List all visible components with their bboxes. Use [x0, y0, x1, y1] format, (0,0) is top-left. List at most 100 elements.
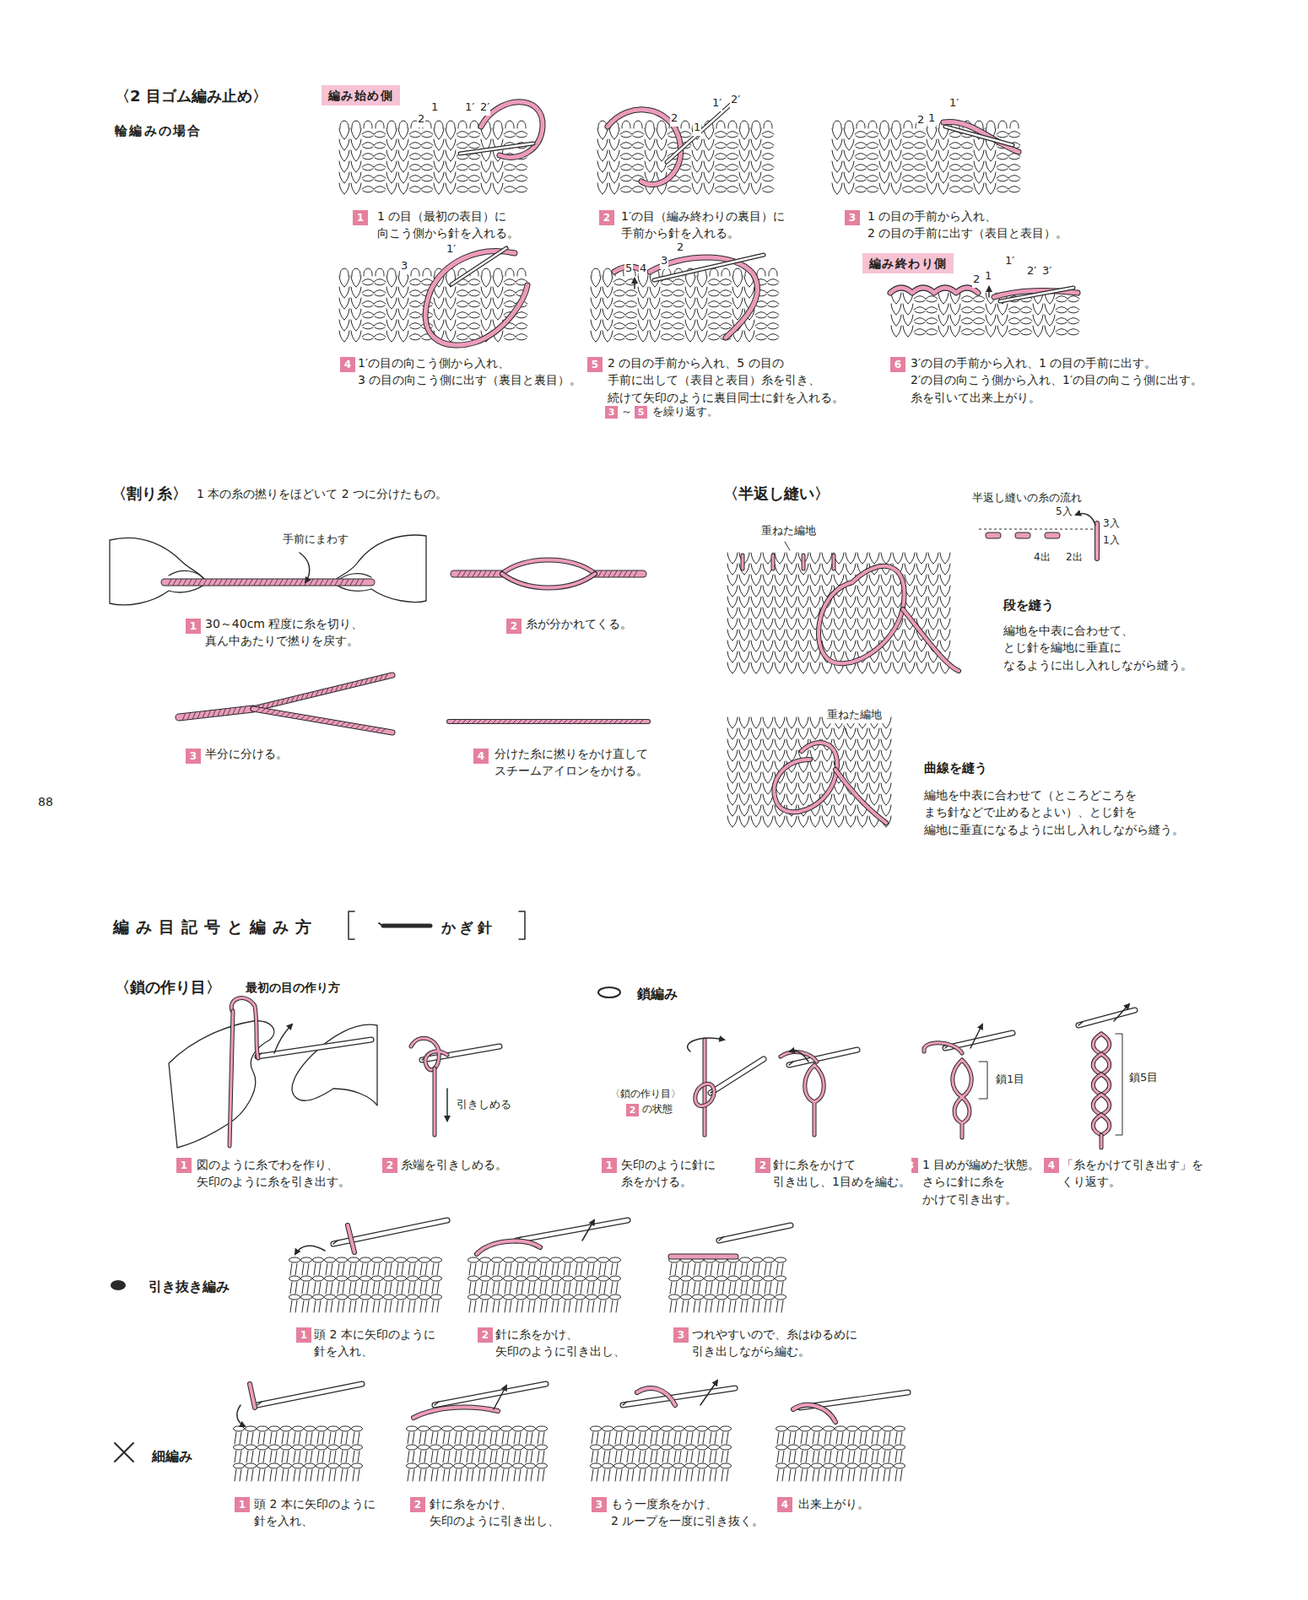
crochet-fabric: [304, 1426, 316, 1432]
crochet-fabric: [281, 1463, 292, 1469]
stitch-number: 2: [670, 110, 679, 127]
yarn-path: [805, 1064, 825, 1136]
crochet-fabric: [811, 1444, 823, 1450]
crochet-fabric: [708, 1444, 720, 1450]
node-text: 4: [477, 751, 485, 762]
stitch-number: 2′: [1026, 263, 1038, 280]
hand: [291, 1024, 378, 1106]
yarn-path: [1092, 1074, 1110, 1095]
crochet-fabric: [430, 1444, 442, 1450]
yarn-path: [695, 1083, 715, 1106]
annotation: 重ねた編地: [760, 523, 817, 540]
yarn-path: [741, 555, 745, 569]
crochet-fabric: [477, 1426, 489, 1432]
yarn-strand: [454, 571, 503, 578]
crochet-fabric: [340, 1444, 352, 1450]
step-text: 半分に分ける。: [204, 745, 289, 763]
crochet-fabric: [720, 1426, 732, 1432]
crochet-fabric: [673, 1444, 685, 1450]
crochet-fabric: [835, 1426, 847, 1432]
crochet-fabric: [468, 1257, 480, 1263]
yarn-path: [780, 1052, 817, 1062]
crochet-fabric: [670, 1263, 784, 1313]
crochet-fabric: [245, 1444, 257, 1450]
stitch-number: 1′: [445, 241, 457, 258]
crochet-fabric: [811, 1426, 823, 1432]
step-text: ～: [620, 404, 633, 421]
yarn-path: [229, 1010, 233, 1146]
leader-line: [843, 725, 848, 735]
crochet-fabric: [491, 1257, 503, 1263]
yarn-strand: [164, 579, 372, 586]
crochet-fabric: [574, 1294, 586, 1300]
crochet-fabric: [336, 1294, 348, 1300]
crochet-fabric: [289, 1275, 301, 1281]
crochet-fabric: [406, 1463, 418, 1469]
crochet-fabric: [336, 1257, 348, 1263]
bracket: [518, 911, 525, 940]
yarn-strand: [502, 573, 595, 589]
crochet-hook: [257, 1039, 372, 1057]
crochet-fabric: [269, 1463, 281, 1469]
arrow: [700, 1380, 718, 1406]
crochet-fabric: [598, 1294, 610, 1300]
yarn-path: [952, 1059, 973, 1138]
crochet-fabric: [882, 1463, 894, 1469]
yarn-path: [952, 1059, 973, 1138]
crochet-fabric: [442, 1463, 454, 1469]
crochet-fabric: [480, 1275, 492, 1281]
crochet-fabric: [610, 1257, 622, 1263]
crochet-fabric: [894, 1426, 906, 1432]
crochet-hook: [718, 1225, 791, 1241]
yarn-strand: [598, 571, 638, 578]
step-number: 1: [185, 618, 201, 634]
crochet-hook: [710, 1059, 764, 1093]
crochet-fabric: [489, 1426, 501, 1432]
step-text: 3′の目の手前から入れ、1 の目の手前に出す。 2′の目の向こう側から入れ、1′…: [909, 354, 1204, 406]
stitch-flow: [1044, 532, 1060, 539]
crochet-fabric: [524, 1426, 536, 1432]
yarn-path: [1092, 1053, 1110, 1075]
crochet-fabric: [799, 1426, 811, 1432]
yarn-path: [773, 742, 838, 812]
knit-fabric: [832, 120, 1021, 195]
node-text: 1: [189, 621, 197, 632]
step-number: 4: [1043, 1157, 1060, 1173]
yarn-path: [410, 1037, 448, 1071]
yarn-strand: [448, 719, 649, 724]
crochet-fabric: [313, 1257, 325, 1263]
crochet-fabric: [257, 1444, 269, 1450]
crochet-fabric: [292, 1463, 304, 1469]
crochet-fabric: [465, 1444, 477, 1450]
crochet-fabric: [454, 1444, 465, 1450]
step-text: 1 の目の手前から入れ、 2 の目の手前に出す（表目と表目）。: [866, 207, 1069, 243]
stitch-number: 1′: [948, 95, 960, 112]
tapestry-needle: [945, 126, 1013, 146]
yarn-path: [425, 251, 528, 346]
annotation: 4出: [1032, 550, 1052, 565]
crochet-hook: [622, 1401, 627, 1406]
node-text: 2: [481, 1329, 489, 1341]
yarn-path: [835, 769, 887, 823]
crochet-fabric: [328, 1426, 340, 1432]
yarn-path: [695, 1083, 715, 1106]
crochet-fabric: [289, 1257, 301, 1263]
annotation: 〈鎖の作り目〉: [609, 1086, 682, 1102]
crochet-fabric: [811, 1463, 823, 1469]
node-text: 3: [608, 407, 616, 417]
crochet-fabric: [870, 1444, 882, 1450]
arrow: [582, 1220, 595, 1241]
crochet-fabric: [395, 1294, 407, 1300]
step-number: 1: [234, 1497, 250, 1513]
yarn-path: [1092, 1074, 1110, 1095]
stitch-flow: [1015, 532, 1031, 539]
stitch-number: 3: [659, 253, 669, 270]
stitch-number: 5: [624, 260, 633, 277]
crochet-fabric: [304, 1463, 316, 1469]
crochet-fabric: [823, 1463, 835, 1469]
crochet-fabric: [692, 1275, 704, 1281]
step-text: 1′の目の向こう側から入れ、 3 の目の向こう側に出す（裏目と裏目）。: [356, 354, 583, 390]
crochet-fabric: [716, 1275, 728, 1281]
section-heading: 〈2 目ゴム編み止め〉: [113, 85, 269, 108]
step-number: 3: [605, 405, 618, 419]
